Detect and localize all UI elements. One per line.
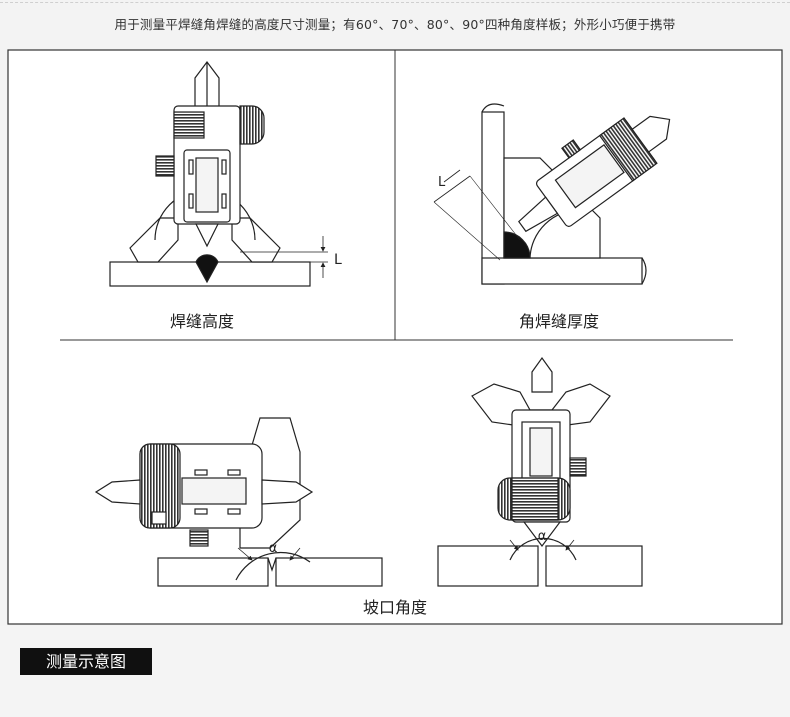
groove-angle-left-illustration bbox=[94, 417, 383, 587]
groove-angle-left-alpha: α bbox=[269, 541, 278, 556]
fillet-thickness-illustration bbox=[433, 103, 671, 285]
top-dashed-rule bbox=[0, 2, 790, 3]
page-caption: 用于测量平焊缝角焊缝的高度尺寸测量；有60°、70°、80°、90°四种角度样板… bbox=[114, 17, 676, 32]
fillet-thickness-label: 角焊缝厚度 bbox=[519, 312, 599, 331]
groove-angle-label: 坡口角度 bbox=[363, 598, 427, 617]
measurement-diagram: L 焊缝高度 L 角焊缝厚度 bbox=[7, 49, 783, 625]
groove-angle-right-illustration bbox=[437, 356, 643, 587]
fillet-thickness-dim-label: L bbox=[438, 175, 446, 190]
weld-height-dim-label: L bbox=[334, 252, 342, 268]
weld-height-label: 焊缝高度 bbox=[170, 312, 234, 331]
groove-angle-right-alpha: α bbox=[538, 529, 547, 544]
footer-tag: 测量示意图 bbox=[20, 648, 152, 675]
weld-height-illustration bbox=[109, 61, 328, 287]
